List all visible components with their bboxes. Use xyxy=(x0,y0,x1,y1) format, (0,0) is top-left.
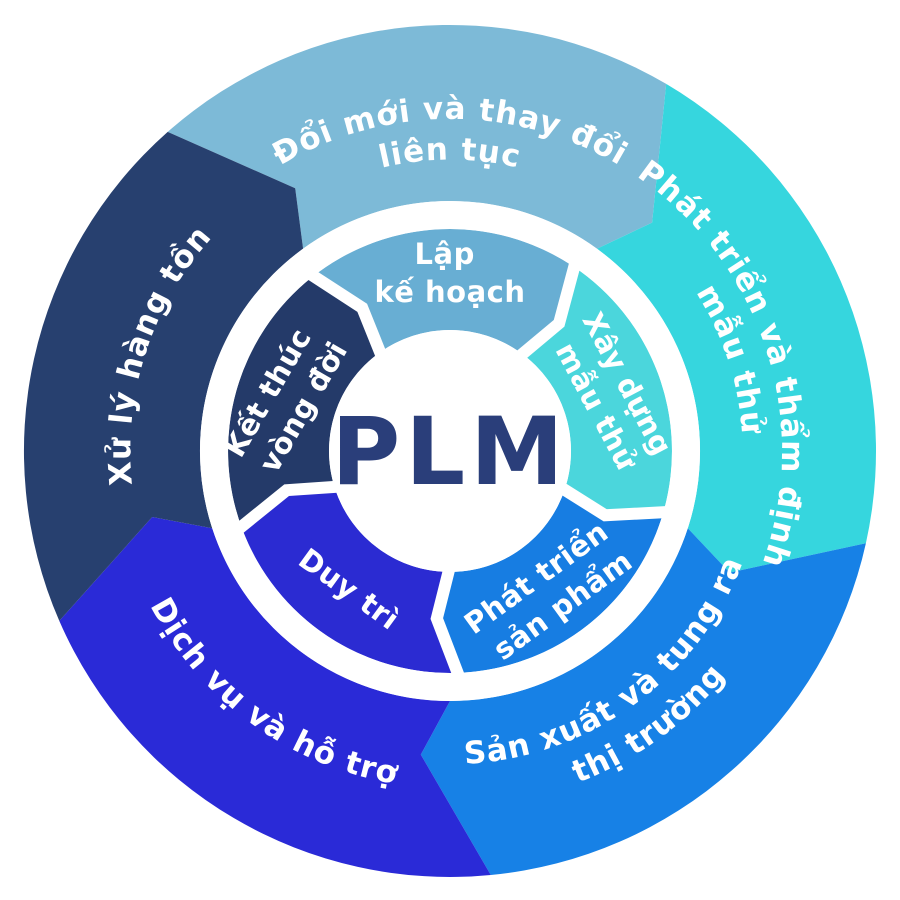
inner-ring-dividers xyxy=(232,259,671,681)
inner-segment-planning xyxy=(311,229,573,354)
inner-divider xyxy=(556,481,671,522)
inner-divider xyxy=(513,259,582,363)
inner-segment-end-of-life xyxy=(228,277,379,529)
gap-ring xyxy=(200,201,700,701)
outer-segment-inventory-handling xyxy=(23,131,304,621)
outer-ring xyxy=(23,24,877,877)
inner-divider xyxy=(304,267,388,361)
inner-segment-maintenance xyxy=(242,488,460,674)
inner-ring xyxy=(228,229,672,674)
outer-segment-prototype-development-validation xyxy=(596,83,877,573)
inner-label-planning: Lập kế hoạch xyxy=(374,237,525,309)
center-circle xyxy=(329,330,571,572)
inner-divider xyxy=(430,564,466,681)
center-title: PLM xyxy=(331,398,568,507)
outer-segment-service-support xyxy=(59,517,491,877)
inner-divider xyxy=(232,480,342,536)
inner-segment-product-development xyxy=(436,488,664,673)
outer-segment-continuous-innovation xyxy=(167,24,667,249)
outer-segment-manufacturing-launch xyxy=(420,528,866,875)
